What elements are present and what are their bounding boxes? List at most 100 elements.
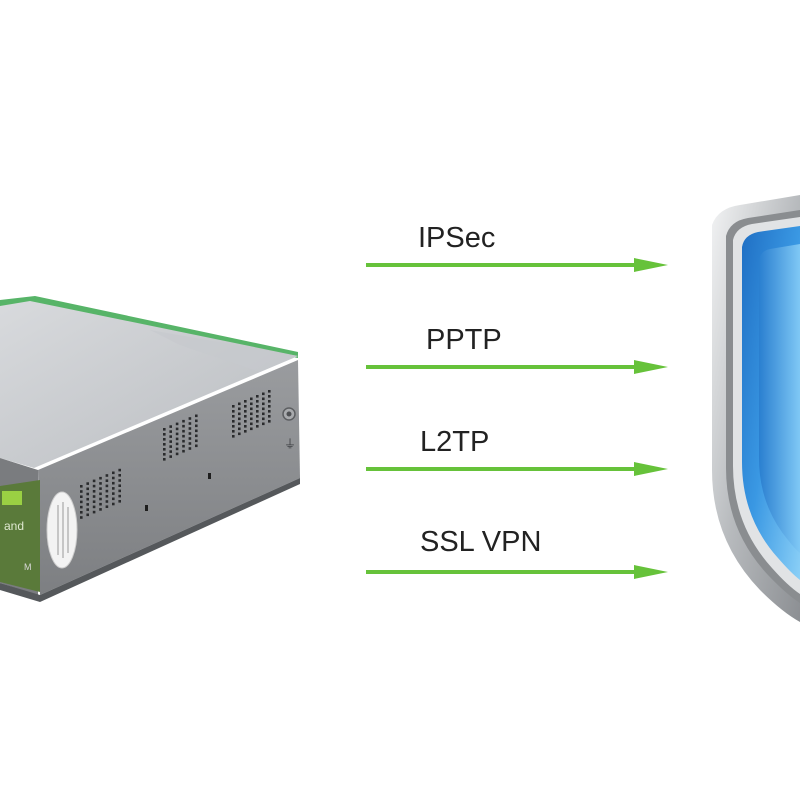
vent-hole bbox=[169, 455, 172, 458]
vent-hole bbox=[238, 407, 241, 411]
vent-hole bbox=[256, 395, 259, 398]
vent-hole bbox=[118, 500, 121, 503]
vent-hole bbox=[238, 422, 241, 426]
protocol-arrows: IPSec PPTP L2TP SSL VPN bbox=[366, 222, 668, 579]
vent-hole bbox=[163, 443, 166, 446]
vent-hole bbox=[268, 390, 271, 393]
vent-hole bbox=[238, 432, 241, 436]
vent-hole bbox=[256, 415, 259, 418]
arrow-head-icon bbox=[634, 258, 668, 272]
device-sticker bbox=[46, 491, 78, 569]
protocol-row-pptp: PPTP bbox=[366, 324, 668, 374]
vent-hole bbox=[99, 487, 102, 490]
vent-hole bbox=[80, 490, 83, 493]
vent-hole bbox=[238, 427, 241, 431]
vent-hole bbox=[188, 437, 192, 440]
protocol-label: SSL VPN bbox=[420, 526, 541, 558]
vent-hole bbox=[268, 405, 271, 408]
vent-hole bbox=[118, 494, 121, 498]
vent-hole bbox=[86, 492, 89, 496]
vent-hole bbox=[99, 482, 102, 485]
vent-hole bbox=[182, 449, 185, 453]
vent-hole bbox=[256, 410, 259, 413]
vent-hole bbox=[92, 505, 96, 509]
vent-hole bbox=[195, 434, 198, 438]
vent-hole bbox=[250, 407, 253, 411]
vent-hole bbox=[112, 502, 115, 506]
vent-hole bbox=[244, 405, 247, 408]
vent-hole bbox=[169, 435, 172, 438]
protocol-row-l2tp: L2TP bbox=[366, 426, 668, 476]
vent-hole bbox=[250, 402, 253, 406]
vent-hole bbox=[250, 427, 253, 431]
vent-hole bbox=[163, 448, 166, 451]
vent-hole bbox=[238, 412, 241, 416]
vent-hole bbox=[99, 502, 102, 506]
arrow-head-icon bbox=[634, 565, 668, 579]
vent-hole bbox=[268, 395, 271, 398]
indicator-hole-2 bbox=[208, 473, 211, 479]
vent-hole bbox=[99, 508, 102, 511]
vent-hole bbox=[195, 424, 198, 428]
router-device: and M ⏚ bbox=[0, 296, 300, 602]
vent-hole bbox=[232, 435, 235, 438]
vent-hole bbox=[86, 513, 89, 517]
vent-hole bbox=[169, 425, 172, 428]
vent-hole bbox=[195, 429, 198, 433]
vent-hole bbox=[238, 417, 241, 421]
vent-hole bbox=[232, 410, 235, 413]
vent-hole bbox=[86, 503, 89, 506]
vent-hole bbox=[256, 405, 259, 408]
vent-hole bbox=[92, 479, 96, 483]
vent-hole bbox=[182, 439, 185, 443]
protocol-label: L2TP bbox=[420, 426, 489, 458]
vent-hole bbox=[163, 438, 166, 441]
vent-hole bbox=[262, 397, 265, 401]
vent-hole bbox=[262, 392, 265, 396]
vent-hole bbox=[262, 412, 265, 416]
vent-hole bbox=[175, 447, 179, 451]
ground-screw-center bbox=[286, 411, 292, 417]
vent-hole bbox=[182, 419, 185, 423]
vent-hole bbox=[80, 511, 83, 514]
vent-hole bbox=[195, 414, 198, 418]
vent-hole bbox=[80, 500, 83, 504]
vent-hole bbox=[256, 425, 259, 428]
vent-hole bbox=[112, 487, 115, 490]
device-top-panel bbox=[0, 301, 298, 468]
vent-hole bbox=[188, 427, 192, 430]
vent-hole bbox=[182, 424, 185, 428]
vent-hole bbox=[86, 487, 89, 491]
vent-hole bbox=[86, 482, 89, 485]
vent-hole bbox=[118, 474, 121, 477]
vent-hole bbox=[105, 505, 109, 508]
vent-hole bbox=[244, 430, 247, 433]
brand-logo-mark bbox=[2, 491, 22, 505]
protocol-label: PPTP bbox=[426, 324, 502, 356]
vent-hole bbox=[105, 484, 109, 488]
vent-hole bbox=[118, 479, 121, 482]
vent-hole bbox=[188, 422, 192, 425]
vent-hole bbox=[262, 417, 265, 421]
vent-hole bbox=[256, 400, 259, 403]
vent-hole bbox=[268, 420, 271, 423]
indicator-hole-1 bbox=[145, 505, 148, 511]
vent-hole bbox=[105, 500, 109, 503]
vent-hole bbox=[262, 422, 265, 426]
protocol-row-ipsec: IPSec bbox=[366, 222, 668, 272]
vent-hole bbox=[232, 415, 235, 418]
vent-hole bbox=[92, 484, 96, 488]
device-top-highlight bbox=[150, 330, 298, 372]
vent-hole bbox=[182, 434, 185, 438]
vent-hole bbox=[169, 445, 172, 448]
vent-hole bbox=[105, 489, 109, 493]
shield-inner-panel bbox=[759, 244, 800, 553]
protocol-row-ssl-vpn: SSL VPN bbox=[366, 526, 668, 579]
vent-hole bbox=[232, 430, 235, 433]
vent-hole bbox=[163, 428, 166, 431]
vent-hole bbox=[232, 405, 235, 408]
brand-label: and bbox=[4, 519, 24, 533]
vent-hole bbox=[244, 410, 247, 413]
vent-hole bbox=[250, 412, 253, 416]
